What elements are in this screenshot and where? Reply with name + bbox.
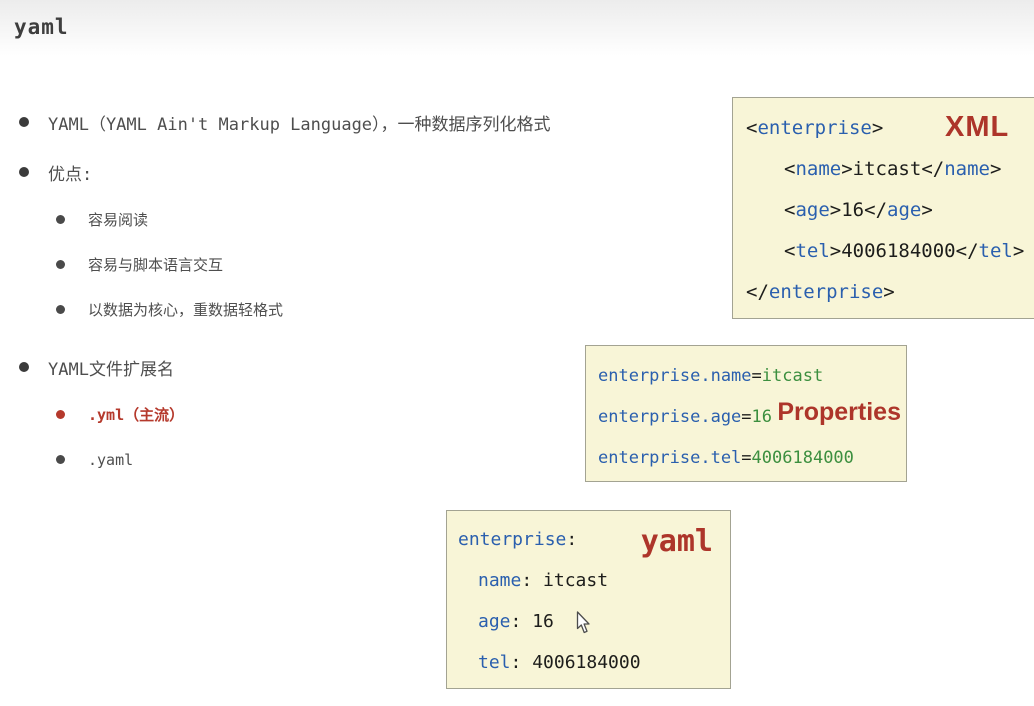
code-line: <enterprise> xyxy=(746,108,1034,149)
top-gradient xyxy=(0,0,1034,56)
code-token: 16 xyxy=(751,407,773,427)
bullet-item: YAML（YAML Ain't Markup Language），一种数据序列化… xyxy=(0,97,620,147)
code-token: > xyxy=(841,158,853,180)
bullet-dot-icon xyxy=(56,260,65,269)
bullet-item: .yml（主流） xyxy=(0,392,620,437)
code-token: 16 xyxy=(521,611,554,632)
code-token: </ xyxy=(921,158,945,180)
code-line: tel: 4006184000 xyxy=(458,642,730,683)
code-token: : xyxy=(510,611,522,632)
code-token: tel xyxy=(795,240,830,262)
code-token: > xyxy=(989,158,1002,180)
bullet-dot-icon xyxy=(19,167,29,177)
bullet-text: YAML文件扩展名 xyxy=(48,359,174,380)
xml-code-box: <enterprise><name>itcast</name><age>16</… xyxy=(732,97,1034,319)
code-token: tel xyxy=(978,240,1013,262)
code-token: = xyxy=(751,366,762,386)
code-token: enterprise xyxy=(458,529,567,550)
code-token: 4006184000 xyxy=(841,240,956,262)
code-token: > xyxy=(1012,240,1025,262)
bullet-item: YAML文件扩展名 xyxy=(0,342,620,392)
bullet-dot-icon xyxy=(56,215,65,224)
bullet-text: YAML（YAML Ain't Markup Language），一种数据序列化… xyxy=(48,114,551,135)
code-token: enterprise xyxy=(768,281,884,303)
bullet-dot-icon xyxy=(56,410,65,419)
properties-label: Properties xyxy=(777,398,901,426)
code-token: enterprise.age xyxy=(598,407,742,427)
code-token: age xyxy=(887,199,922,221)
code-line: enterprise.age=16 xyxy=(598,397,906,438)
code-token: name xyxy=(944,158,990,180)
code-token: itcast xyxy=(852,158,922,180)
code-line: enterprise.tel=4006184000 xyxy=(598,438,906,479)
bullet-dot-icon xyxy=(19,362,29,372)
code-token: </ xyxy=(955,240,979,262)
mouse-pointer-icon xyxy=(576,611,590,634)
code-token: age xyxy=(795,199,830,221)
code-token: name xyxy=(795,158,842,180)
bullet-dot-icon xyxy=(56,305,65,314)
code-token: < xyxy=(784,240,796,262)
code-line: enterprise: xyxy=(458,519,730,560)
bullet-item: 优点: xyxy=(0,147,620,197)
bullet-item: 容易阅读 xyxy=(0,197,620,242)
bullet-text: 容易与脚本语言交互 xyxy=(88,256,224,274)
code-token: enterprise xyxy=(757,117,872,139)
bullet-text: .yml（主流） xyxy=(88,406,185,424)
bullet-text: .yaml xyxy=(88,450,134,469)
bullet-dot-icon xyxy=(19,117,29,127)
code-token: > xyxy=(921,199,933,221)
code-token: 16 xyxy=(841,199,865,221)
code-line: <name>itcast</name> xyxy=(746,149,1034,190)
bullet-text: 以数据为核心，重数据轻格式 xyxy=(88,301,284,319)
bullet-item: 容易与脚本语言交互 xyxy=(0,242,620,287)
code-token: name xyxy=(478,570,522,591)
code-token: > xyxy=(829,199,842,221)
code-token: 4006184000 xyxy=(521,652,641,673)
code-token: 4006184000 xyxy=(751,448,854,468)
code-token: > xyxy=(829,240,842,262)
code-token: itcast xyxy=(761,366,824,386)
bullet-item: 以数据为核心，重数据轻格式 xyxy=(0,287,620,332)
code-token: < xyxy=(746,117,758,139)
code-line: age: 16 xyxy=(458,601,730,642)
code-token: : xyxy=(510,652,522,673)
code-token: itcast xyxy=(532,570,609,591)
code-line: <age>16</age> xyxy=(746,190,1034,231)
code-token: : xyxy=(566,529,578,550)
code-line: </enterprise> xyxy=(746,272,1034,313)
code-token: enterprise.tel xyxy=(598,448,742,468)
code-token: < xyxy=(784,158,796,180)
code-token: > xyxy=(871,117,884,139)
code-token: </ xyxy=(746,281,769,303)
code-token: </ xyxy=(864,199,888,221)
yaml-label: yaml xyxy=(640,524,713,559)
code-line: enterprise.name=itcast xyxy=(598,356,906,397)
code-token: > xyxy=(883,281,895,303)
page-title: yaml xyxy=(14,15,69,39)
code-token: age xyxy=(478,611,511,632)
code-token: = xyxy=(741,407,752,427)
xml-code-lines: <enterprise><name>itcast</name><age>16</… xyxy=(733,98,1034,313)
code-token: < xyxy=(784,199,796,221)
code-token: tel xyxy=(478,652,511,673)
code-line: name: itcast xyxy=(458,560,730,601)
code-token: = xyxy=(741,448,752,468)
code-token: enterprise.name xyxy=(598,366,752,386)
code-line: <tel>4006184000</tel> xyxy=(746,231,1034,272)
bullet-item: .yaml xyxy=(0,437,620,482)
code-token: : xyxy=(521,570,533,591)
bullet-dot-icon xyxy=(56,455,65,464)
xml-label: XML xyxy=(945,111,1010,143)
bullet-text: 优点: xyxy=(48,164,93,185)
bullet-list: YAML（YAML Ain't Markup Language），一种数据序列化… xyxy=(0,97,620,482)
bullet-text: 容易阅读 xyxy=(88,211,149,229)
